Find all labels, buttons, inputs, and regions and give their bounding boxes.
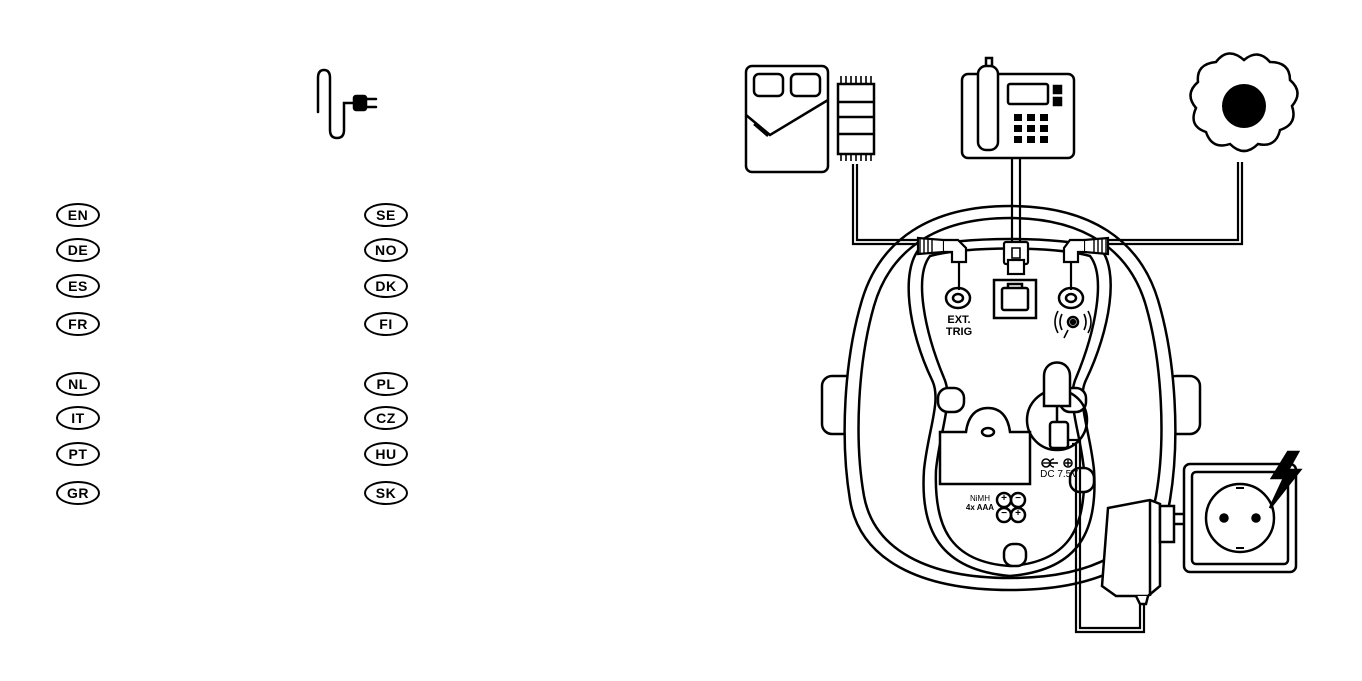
lang-badge-sk: SK: [364, 481, 408, 505]
battery-count: 4x AAA: [962, 503, 998, 512]
wall-socket-icon: [1184, 452, 1300, 572]
battery-minus-right: −: [1012, 493, 1024, 505]
lang-badge-se: SE: [364, 203, 408, 227]
battery-type-label: NiMH 4x AAA: [962, 494, 998, 512]
telephone-icon: [962, 58, 1074, 158]
lang-badge-fr: FR: [56, 312, 100, 336]
lang-badge-it: IT: [56, 406, 100, 430]
lang-badge-nl: NL: [56, 372, 100, 396]
ext-trig-label-line1: EXT.: [938, 314, 980, 326]
vibration-pad-icon: [1190, 53, 1297, 151]
lang-badge-pl: PL: [364, 372, 408, 396]
lang-badge-dk: DK: [364, 274, 408, 298]
lang-badge-es: ES: [56, 274, 100, 298]
power-plug-icon: [318, 70, 376, 138]
lang-badge-hu: HU: [364, 442, 408, 466]
battery-plus-right: +: [1012, 508, 1024, 520]
dc-input-label: DC 7.5V: [1036, 469, 1082, 481]
bed-shaker-icon: [746, 66, 874, 172]
lang-badge-gr: GR: [56, 481, 100, 505]
lang-badge-pt: PT: [56, 442, 100, 466]
lang-badge-fi: FI: [364, 312, 408, 336]
battery-minus-left: −: [998, 508, 1010, 520]
battery-plus-left: +: [998, 493, 1010, 505]
lang-badge-no: NO: [364, 238, 408, 262]
lang-badge-en: EN: [56, 203, 100, 227]
ext-trig-label: EXT. TRIG: [938, 314, 980, 338]
ext-trig-label-line2: TRIG: [938, 326, 980, 338]
lang-badge-de: DE: [56, 238, 100, 262]
battery-type: NiMH: [962, 494, 998, 503]
lang-badge-cz: CZ: [364, 406, 408, 430]
